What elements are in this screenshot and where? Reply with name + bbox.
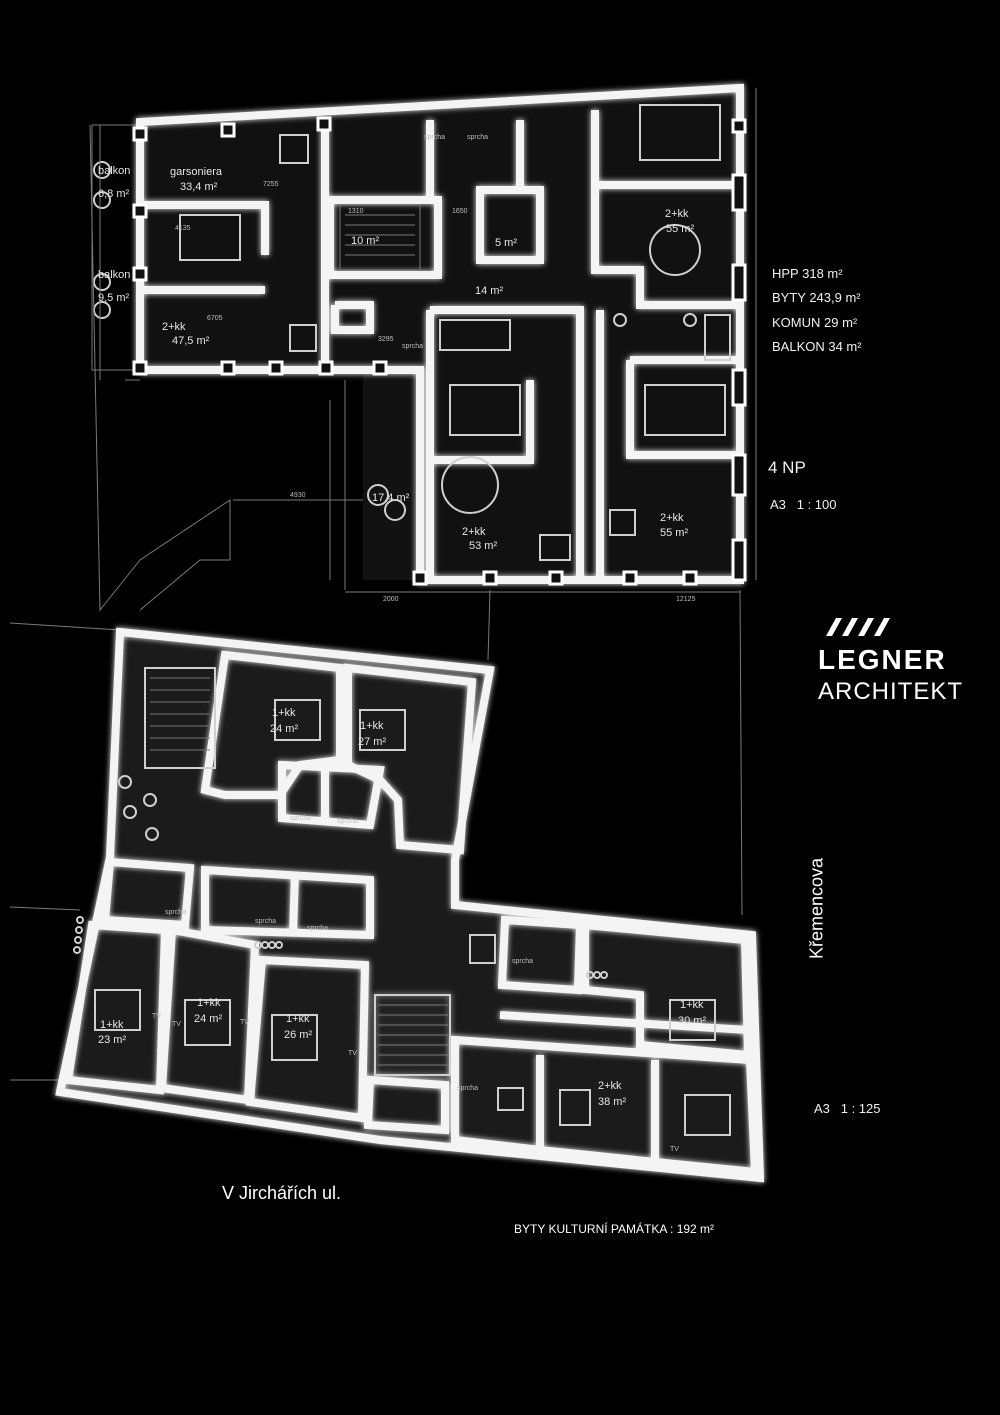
room-name: 1+kk: [100, 1019, 124, 1031]
wall: [430, 380, 534, 464]
logo-architekt: ARCHITEKT: [818, 678, 964, 705]
stair-top-left: [144, 667, 216, 769]
floor-label: 4 NP: [768, 458, 806, 477]
room-area: 38 m²: [598, 1096, 626, 1108]
room-area: 47,5 m²: [172, 335, 210, 347]
bathroom-label: sprcha: [290, 815, 311, 822]
dim-label: 6705: [207, 315, 223, 322]
street-kremencova: Křemencova: [806, 857, 827, 960]
room-name: balkon: [98, 165, 130, 177]
room-area: 26 m²: [284, 1029, 312, 1041]
room-name: 1+kk: [197, 997, 221, 1009]
dim-label: 4930: [290, 492, 306, 499]
room-area: 55 m²: [660, 527, 688, 539]
apt-1kk-26: [245, 955, 370, 1123]
lift-core: [476, 186, 544, 264]
bath-block-mid: [201, 865, 374, 940]
dim-label: 4135: [175, 225, 191, 232]
wall: [430, 306, 584, 580]
dim-label: 2000: [383, 596, 399, 603]
wall: [140, 201, 269, 255]
lower-floor-plan: 1+kk 24 m² 1+kk 27 m² 1+kk 23 m² 1+kk 24…: [55, 627, 765, 1183]
dim-label: 1310: [348, 208, 364, 215]
room-name: 2+kk: [462, 526, 486, 538]
room-name: garsoniera: [170, 166, 223, 178]
dim-label: 3295: [378, 336, 394, 343]
bathroom-label: sprcha: [255, 918, 276, 925]
stat-komun: KOMUN 29 m²: [772, 315, 858, 330]
bathroom-label: sprcha: [337, 818, 358, 825]
upper-floor-plan: 2000 12125 4930 7255 6705 4135 1310 1650…: [9, 83, 757, 1081]
room-labels-top: balkon 6,8 m² garsoniera 33,4 m² balkon …: [98, 134, 694, 552]
bathroom-label: sprcha: [402, 343, 423, 350]
stair-core: [326, 196, 442, 279]
stat-hpp: HPP 318 m²: [772, 266, 843, 281]
tv-label: TV: [670, 1146, 679, 1153]
lower-floor-area: [60, 632, 760, 1178]
dimensions-top: 2000 12125 4930 7255 6705 4135 1310 1650…: [99, 88, 757, 603]
site-boundary-lines: [9, 124, 743, 1081]
tv-label: TV: [348, 1050, 357, 1057]
room-area: 53 m²: [469, 540, 497, 552]
room-area: 27 m²: [358, 736, 386, 748]
bathroom-label: sprcha: [165, 909, 186, 916]
scale-bottom: A3 1 : 125: [814, 1101, 881, 1116]
bathroom-label: sprcha: [457, 1085, 478, 1092]
room-area: 24 m²: [270, 723, 298, 735]
bath-block-top: [278, 760, 385, 830]
scale-top: A3 1 : 100: [770, 497, 837, 512]
room-area: 33,4 m²: [180, 181, 218, 193]
room-name: 1+kk: [360, 720, 384, 732]
stair-bottom: [374, 994, 451, 1076]
bathroom-label: sprcha: [424, 134, 445, 141]
stair-wall: [363, 1075, 449, 1135]
room-area: 14 m²: [475, 285, 503, 297]
tv-label: TV: [240, 1019, 249, 1026]
room-name: balkon: [98, 269, 130, 281]
dim-label: 12125: [676, 596, 696, 603]
logo-legner: LEGNER: [818, 644, 947, 675]
stat-byty: BYTY 243,9 m²: [772, 290, 861, 305]
bath-left: [100, 857, 195, 930]
wall: [331, 301, 374, 334]
room-name: 1+kk: [680, 999, 704, 1011]
tv-label: TV: [152, 1013, 161, 1020]
room-area: 6,8 m²: [98, 188, 130, 200]
room-name: 2+kk: [660, 512, 684, 524]
dim-label: 7255: [263, 181, 279, 188]
room-name: 1+kk: [272, 707, 296, 719]
room-name: 1+kk: [286, 1013, 310, 1025]
street-v-jircharich: V Jirchářích ul.: [222, 1183, 342, 1203]
columns-top: [132, 116, 747, 586]
wall: [591, 110, 740, 309]
room-area: 9,5 m²: [98, 292, 130, 304]
room-name: 2+kk: [665, 208, 689, 220]
room-area: 55 m²: [666, 223, 694, 235]
bath-right: [497, 915, 585, 995]
wall: [626, 360, 740, 459]
room-area: 10 m²: [351, 235, 379, 247]
stat-balkon: BALKON 34 m²: [772, 339, 862, 354]
room-name: 2+kk: [162, 321, 186, 333]
room-area: 24 m²: [194, 1013, 222, 1025]
tv-label: TV: [172, 1021, 181, 1028]
footer-total-area: BYTY KULTURNÍ PAMÁTKA : 192 m²: [514, 1222, 715, 1236]
room-labels-bottom: 1+kk 24 m² 1+kk 27 m² 1+kk 23 m² 1+kk 24…: [98, 707, 706, 1153]
dim-label: 1650: [452, 208, 468, 215]
room-area: 23 m²: [98, 1034, 126, 1046]
room-area: 5 m²: [495, 237, 517, 249]
apt-1kk-24: [200, 650, 344, 799]
furniture-bottom: [73, 699, 731, 1136]
room-area: 30 m²: [678, 1015, 706, 1027]
bathroom-label: sprcha: [512, 958, 533, 965]
logo-slashes: [826, 618, 890, 636]
bathroom-label: sprcha: [467, 134, 488, 141]
room-area: 17,4 m²: [372, 492, 410, 504]
bathroom-label: sprcha: [307, 925, 328, 932]
courtyard-area: [363, 370, 420, 580]
room-name: 2+kk: [598, 1080, 622, 1092]
furniture-top: [93, 104, 731, 561]
apt-1kk-30: [581, 920, 753, 1060]
